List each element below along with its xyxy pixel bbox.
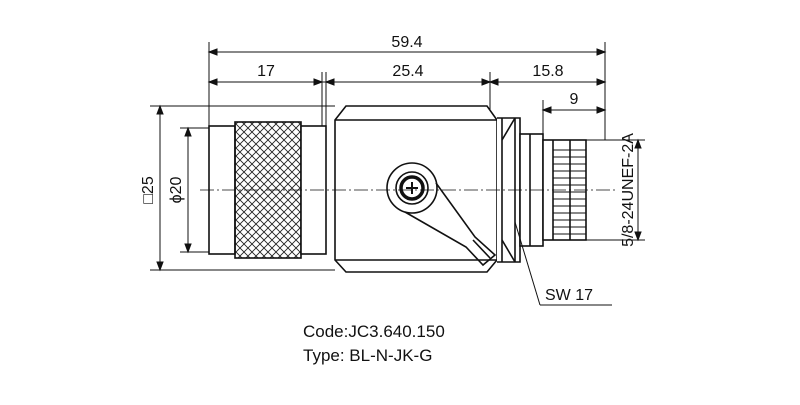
dimension-middle-label: 25.4 xyxy=(392,63,423,80)
thread-lines xyxy=(553,149,586,235)
type-label: Type: BL-N-JK-G xyxy=(303,346,433,365)
dimension-right-label: 15.8 xyxy=(532,63,563,80)
lever-arm xyxy=(404,182,497,267)
dimension-square xyxy=(150,104,335,272)
dimension-diameter-label: ϕ20 xyxy=(168,177,185,204)
dimension-overall-label: 59.4 xyxy=(391,34,422,51)
screw-cap xyxy=(386,162,438,214)
wrench-label: SW 17 xyxy=(545,287,593,304)
dimension-thread-length-label: 9 xyxy=(570,91,579,108)
dimension-overall xyxy=(207,42,607,132)
wrench-leader xyxy=(514,221,612,306)
dimension-thread xyxy=(585,138,645,242)
dimension-left-label: 17 xyxy=(257,63,275,80)
dimension-thread-label: 5/8-24UNEF-2A xyxy=(620,133,637,247)
dimension-square-label: □25 xyxy=(140,176,157,204)
code-label: Code:JC3.640.150 xyxy=(303,322,445,341)
dimension-sections xyxy=(207,72,607,132)
